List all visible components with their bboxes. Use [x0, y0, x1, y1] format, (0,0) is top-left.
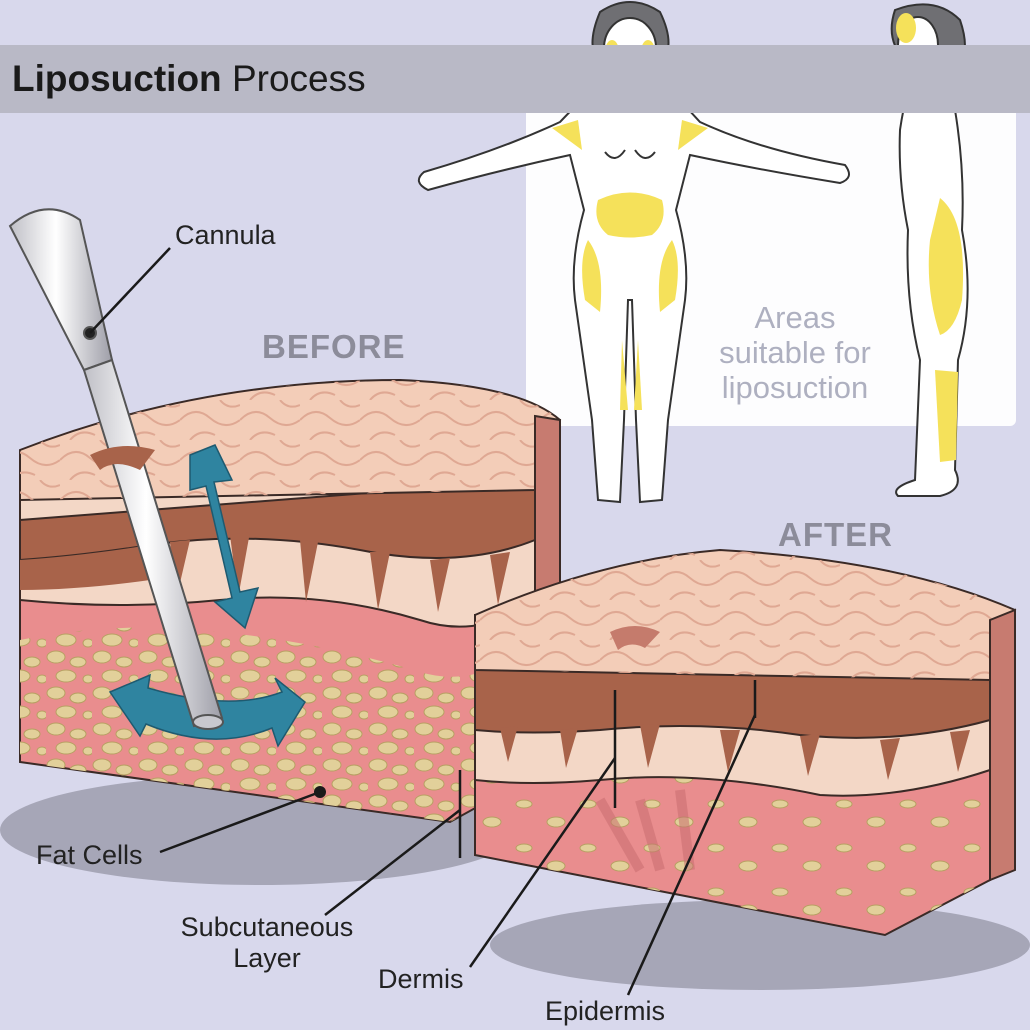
label-cannula: Cannula — [175, 220, 276, 250]
areas-line-3: liposuction — [721, 370, 869, 405]
areas-line-1: Areas — [754, 300, 836, 335]
label-subcutaneous-layer: Subcutaneous Layer — [162, 912, 372, 974]
after-shadow — [490, 900, 1030, 990]
label-subcutaneous-line-1: Subcutaneous — [180, 912, 354, 942]
title-regular: Process — [231, 58, 366, 99]
page-title: Liposuction Process — [12, 58, 366, 100]
title-bar — [0, 45, 1030, 113]
label-fat-cells: Fat Cells — [36, 840, 143, 870]
incision-mark-after — [610, 626, 660, 650]
label-dermis: Dermis — [378, 964, 464, 994]
areas-line-2: suitable for — [719, 335, 871, 370]
label-epidermis: Epidermis — [545, 996, 666, 1026]
areas-callout: Areas suitable for liposuction — [690, 300, 900, 405]
leader-lines — [89, 247, 757, 996]
fat-cells-marker — [314, 786, 326, 798]
title-bold: Liposuction — [12, 58, 222, 99]
incision-mark-before — [90, 446, 155, 470]
after-heading: AFTER — [778, 516, 893, 553]
after-skin-block — [474, 548, 1017, 937]
before-heading: BEFORE — [262, 328, 406, 365]
label-subcutaneous-line-2: Layer — [233, 943, 301, 973]
